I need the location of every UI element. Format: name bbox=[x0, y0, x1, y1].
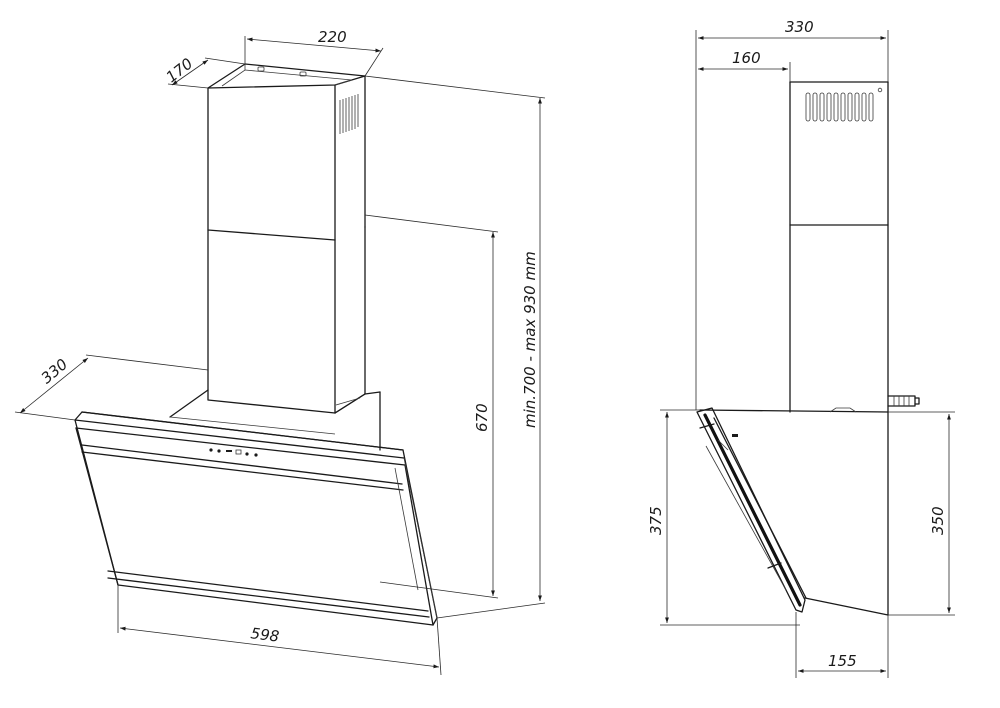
side-control-icon bbox=[732, 434, 738, 437]
dim-chimney-width-label: 220 bbox=[318, 28, 347, 46]
duct-connector bbox=[887, 395, 920, 407]
speed-button-icon bbox=[226, 450, 232, 452]
dim-rear-height-label: 350 bbox=[929, 506, 947, 535]
side-vent-slots bbox=[805, 87, 883, 122]
dim-total-depth-label: 330 bbox=[785, 18, 814, 36]
side-hood-body bbox=[696, 407, 889, 616]
dim-chimney-depth: 170 bbox=[163, 54, 246, 89]
control-panel bbox=[209, 448, 258, 457]
side-chimney-upper bbox=[789, 81, 889, 413]
dim-total-depth: 330 bbox=[695, 18, 889, 410]
hood-panel bbox=[74, 411, 438, 626]
dim-front-height: 375 bbox=[647, 409, 800, 626]
dim-hood-width: 598 bbox=[117, 585, 442, 676]
dim-hood-depth-label: 330 bbox=[38, 355, 72, 387]
side-view: 330 160 375 350 155 bbox=[647, 18, 955, 678]
light-button-icon bbox=[254, 453, 258, 457]
display-icon bbox=[235, 449, 242, 455]
dim-hood-height: 670 bbox=[364, 214, 499, 599]
chimney-upper bbox=[207, 63, 366, 241]
dim-chimney-offset: 160 bbox=[698, 49, 791, 82]
hood-top-plate bbox=[169, 389, 381, 451]
plus-button-icon bbox=[245, 452, 249, 456]
dim-height-range: min.700 - max 930 mm bbox=[364, 75, 546, 619]
dim-bottom-depth-label: 155 bbox=[828, 652, 857, 670]
vent-slots bbox=[339, 94, 359, 134]
dim-hood-width-label: 598 bbox=[250, 624, 281, 645]
dim-bottom-depth: 155 bbox=[795, 612, 889, 678]
power-button-icon bbox=[209, 448, 213, 452]
dim-chimney-width: 220 bbox=[244, 28, 384, 77]
dim-height-range-label: min.700 - max 930 mm bbox=[521, 251, 539, 428]
dim-front-height-label: 375 bbox=[647, 506, 665, 535]
front-view: 220 170 330 670 min.700 - ma bbox=[14, 28, 546, 676]
chimney-lower bbox=[207, 226, 366, 414]
dim-rear-height: 350 bbox=[888, 411, 955, 616]
dim-chimney-offset-label: 160 bbox=[732, 49, 761, 67]
dim-chimney-depth-label: 170 bbox=[163, 54, 197, 86]
minus-button-icon bbox=[217, 449, 221, 453]
dim-hood-height-label: 670 bbox=[473, 403, 491, 432]
